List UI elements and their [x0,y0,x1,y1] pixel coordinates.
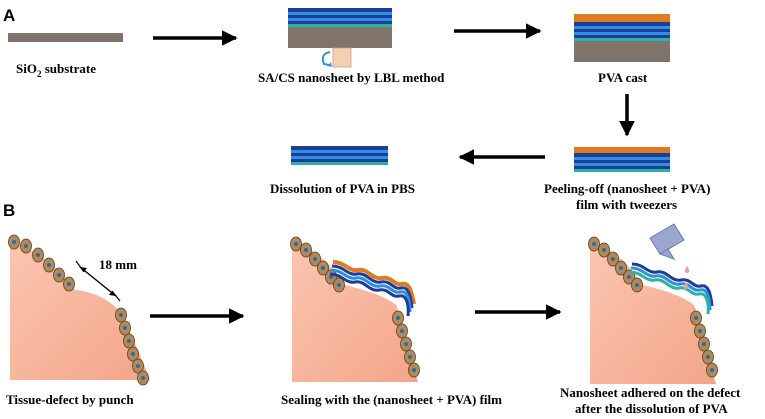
free-nanosheet [291,146,388,165]
peeling-caption-line1: Peeling-off (nanosheet + PVA) [544,181,710,196]
sealing-scene [290,236,420,382]
adhered-caption-line2: after the dissolution of PVA [575,401,728,416]
sealing-caption: Sealing with the (nanosheet + PVA) film [281,392,502,407]
tissue-defect-scene [8,234,150,386]
adhered-scene [588,223,718,384]
pva-cast-caption: PVA cast [598,70,648,85]
pva-cast-stack [574,14,670,62]
dimension-label: 18 mm [99,257,137,272]
panel-label-a: A [3,6,15,25]
sio2-caption: SiO2 substrate [16,61,96,79]
sio2-substrate [8,33,123,42]
peeling-caption-line2: film with tweezers [576,197,677,212]
lbl-caption: SA/CS nanosheet by LBL method [258,70,445,85]
tissue-defect-caption: Tissue-defect by punch [6,392,134,407]
panel-label-b: B [3,201,15,220]
lbl-nanosheet-stack [288,8,392,68]
peeled-film [574,147,670,172]
dissolution-caption: Dissolution of PVA in PBS [270,181,415,196]
pbs-drop-2 [683,282,689,289]
adhered-caption-line1: Nanosheet adhered on the defect [560,385,741,400]
pbs-drop-1 [684,266,690,273]
